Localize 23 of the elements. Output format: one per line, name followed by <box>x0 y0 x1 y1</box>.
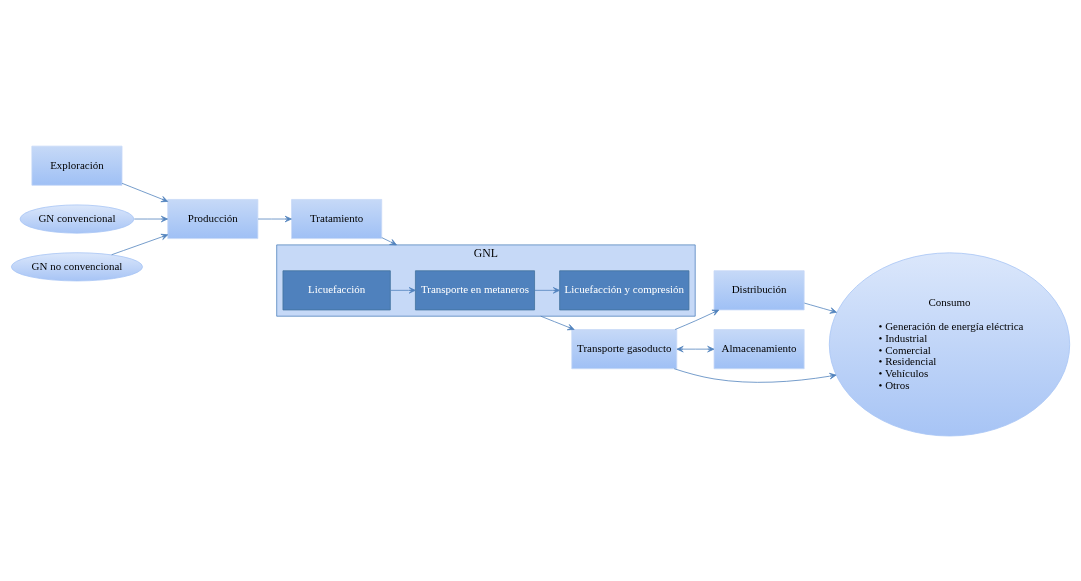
arrow <box>673 367 837 383</box>
arrow <box>133 215 168 222</box>
node-box: Transporte gasoducto <box>571 328 678 369</box>
node-box: Tratamiento <box>291 198 383 239</box>
arrow <box>390 286 416 294</box>
node-box: Licuefacción y compresión <box>559 269 690 310</box>
node-box: Transporte en metaneros <box>415 269 535 310</box>
node-box: Distribución <box>713 269 805 310</box>
node-box: Almacenamiento <box>713 328 805 369</box>
arrow <box>257 215 292 222</box>
arrow <box>676 345 715 352</box>
node-box: Producción <box>167 198 259 239</box>
node-ellipse: GN no convencional <box>10 251 143 281</box>
arrow <box>534 286 560 294</box>
arrow <box>540 315 575 330</box>
arrow <box>111 233 169 255</box>
node-box: Exploración <box>31 145 123 186</box>
node-box: Licuefacción <box>282 269 391 310</box>
arrow <box>674 309 720 330</box>
arrow <box>121 182 169 202</box>
node-ellipse: GN convencional <box>19 204 135 233</box>
arrow <box>804 302 837 314</box>
arrow <box>381 236 397 245</box>
